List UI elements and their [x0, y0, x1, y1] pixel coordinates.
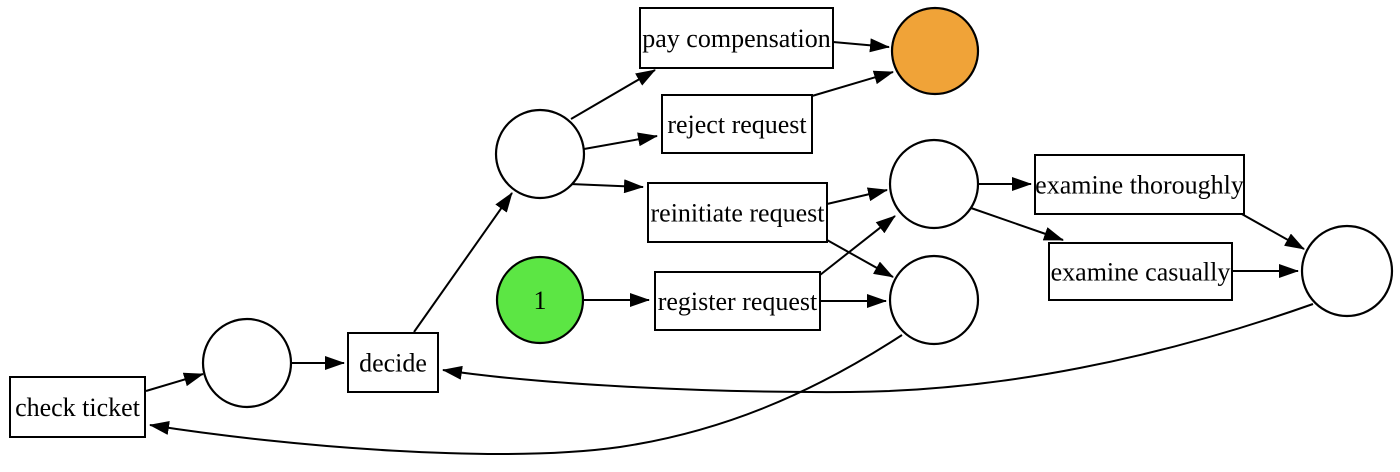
edge-check-ticket-to-c-post-check [145, 372, 204, 392]
transition-examine-casually [1048, 242, 1233, 301]
edge-reinitiate-request-to-c-pre-check [826, 239, 894, 278]
edge-c-after-decide-to-reinitiate-request [569, 179, 644, 194]
transition-register-request [654, 271, 821, 331]
transition-label-examine-casually: examine casually [1051, 258, 1231, 287]
place-sink [890, 6, 980, 96]
edge-c-after-decide-to-reject-request [583, 132, 658, 150]
place-token-count-source: 1 [534, 286, 547, 315]
edge-c-post-examine-to-decide [442, 303, 1314, 394]
edge-register-request-to-c-pre-examine [819, 215, 896, 276]
edge-reinitiate-request-to-c-pre-examine [826, 187, 888, 205]
edge-pay-compensation-to-sink [832, 38, 890, 53]
place-c-pre-check [888, 254, 980, 346]
transition-label-decide: decide [359, 349, 427, 378]
transition-label-register-request: register request [658, 287, 818, 316]
transition-examine-thoroughly [1034, 154, 1245, 215]
edge-c-pre-check-to-check-ticket [149, 334, 903, 455]
place-c-post-examine [1300, 224, 1394, 318]
transition-label-check-ticket: check ticket [15, 393, 141, 422]
edge-c-pre-examine-to-examine-casually [970, 207, 1064, 241]
transition-pay-compensation [639, 7, 834, 69]
transitions-layer: pay compensation reject request reinitiate… [9, 7, 1245, 438]
edge-examine-thoroughly-to-c-post-examine [1239, 212, 1305, 250]
place-source [495, 255, 585, 345]
transition-label-examine-thoroughly: examine thoroughly [1035, 171, 1244, 200]
transition-reject-request [661, 94, 813, 154]
transition-check-ticket [9, 376, 146, 438]
place-c-after-decide [494, 108, 586, 200]
place-c-post-check [201, 317, 293, 409]
transition-label-reinitiate-request: reinitiate request [651, 199, 826, 228]
place-c-pre-examine [888, 138, 980, 230]
transition-label-reject-request: reject request [667, 110, 807, 139]
places-layer: 1 [201, 6, 1394, 409]
transition-reinitiate-request [647, 182, 828, 243]
transition-decide [347, 332, 439, 393]
transition-label-pay-compensation: pay compensation [642, 24, 830, 53]
edge-decide-to-c-after-decide [413, 192, 513, 333]
edge-c-after-decide-to-pay-compensation [570, 69, 656, 120]
edges-layer [145, 38, 1314, 455]
edge-reject-request-to-sink [811, 70, 894, 97]
